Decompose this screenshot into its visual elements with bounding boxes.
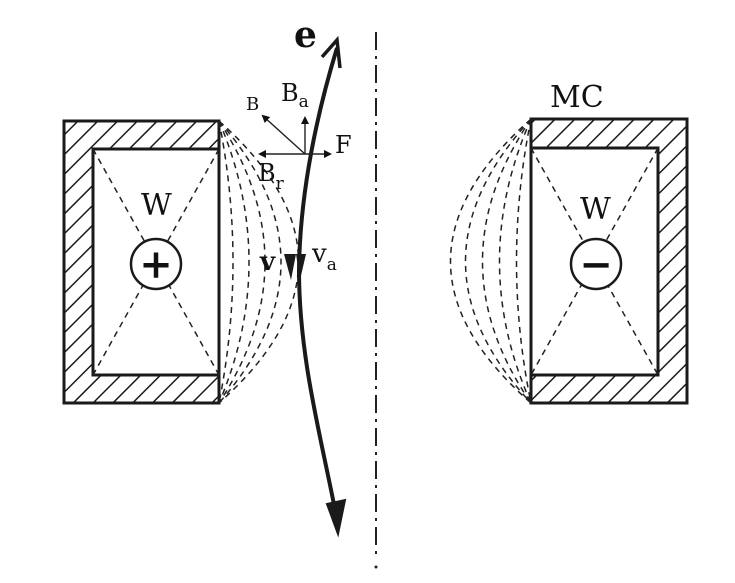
right-winding-label: W xyxy=(580,192,611,227)
force-label: F xyxy=(335,131,352,159)
vector-v-head xyxy=(284,254,296,280)
axis-end-mark xyxy=(374,565,378,569)
field-b-label: B xyxy=(246,94,259,115)
trajectory-arrowhead-bottom xyxy=(325,498,347,538)
vector-va-head xyxy=(296,254,306,280)
velocity-label: v xyxy=(259,247,276,277)
field-ba-label: Ba xyxy=(281,79,309,112)
field-br-label: Br xyxy=(258,159,285,194)
vector-b xyxy=(261,114,306,155)
left-winding-label: W xyxy=(141,188,172,223)
vector-diagram: B Ba Br F v va xyxy=(246,79,352,280)
magnetic-circuit-label: MC xyxy=(550,80,604,115)
right-pole-piece: − W MC xyxy=(529,80,689,405)
trajectory-arrowhead-top xyxy=(320,35,342,69)
left-polarity-circle xyxy=(129,237,183,291)
electron-label: e xyxy=(294,14,317,56)
left-pole-piece: + W xyxy=(62,119,221,405)
left-polarity-plus: + xyxy=(139,241,173,288)
velocity-axial-label: va xyxy=(311,239,337,275)
right-field-lines xyxy=(449,118,532,404)
right-polarity-circle xyxy=(569,237,623,291)
right-polarity-minus: − xyxy=(579,241,613,288)
